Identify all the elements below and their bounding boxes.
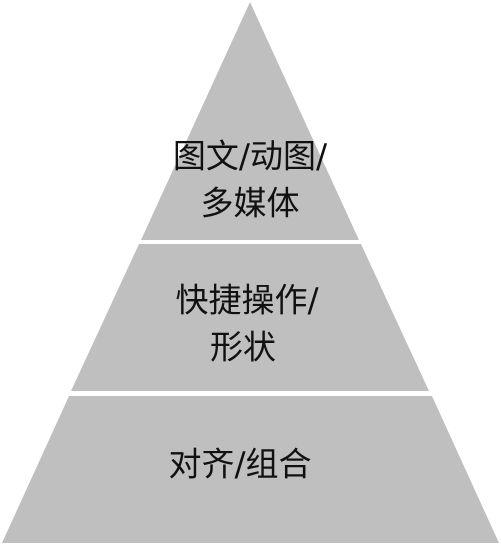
pyramid-tier-bottom: [2, 396, 499, 543]
pyramid-tier-top: [141, 2, 359, 240]
pyramid-tier-top-label-line-1: 图文/动图/: [173, 137, 328, 176]
pyramid-tier-top-label-line-2: 多媒体: [201, 184, 300, 223]
pyramid-tier-middle: [71, 244, 429, 391]
pyramid-tier-middle-label-line-2: 形状: [210, 328, 276, 367]
pyramid-tier-bottom-label-line-1: 对齐/组合: [168, 445, 311, 484]
pyramid-tier-middle-label-line-1: 快捷操作/: [175, 281, 319, 320]
